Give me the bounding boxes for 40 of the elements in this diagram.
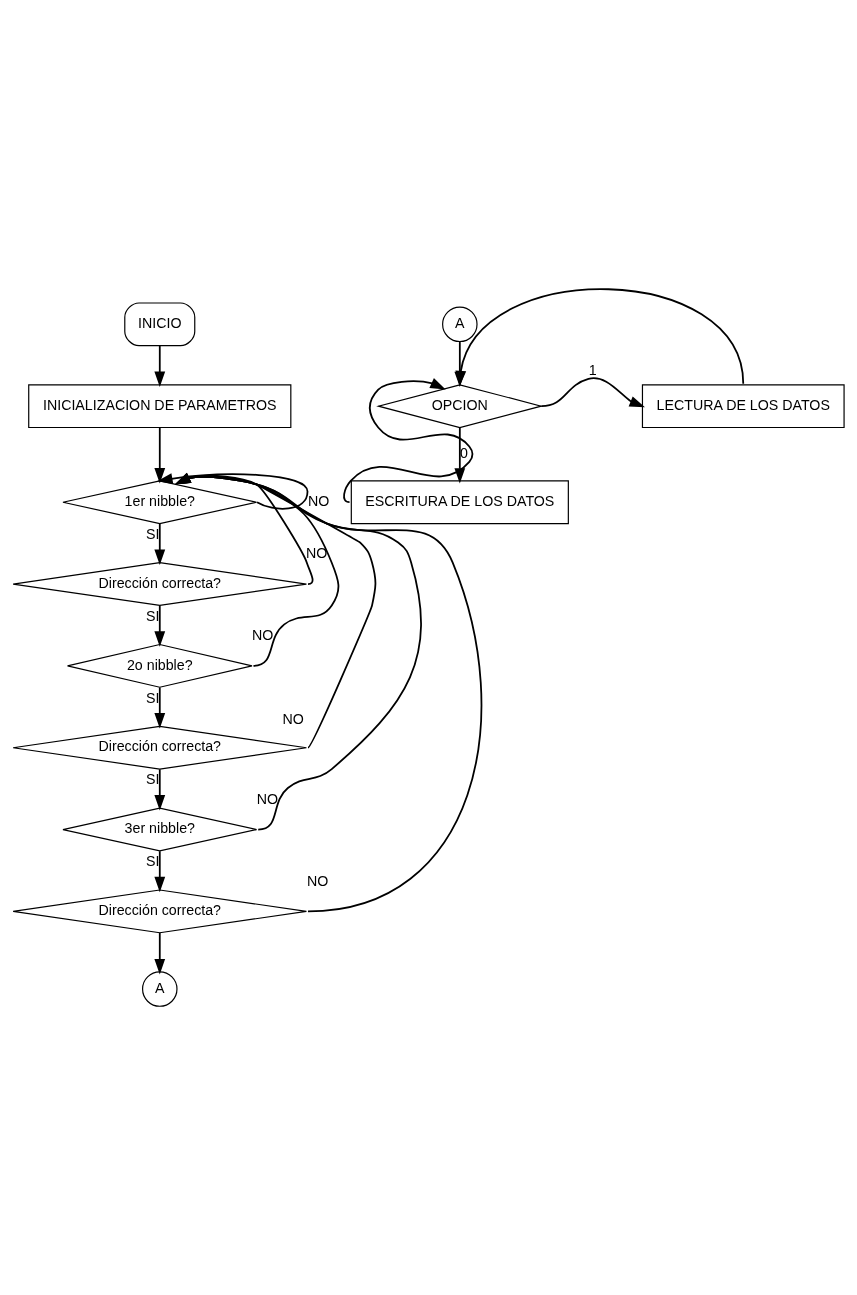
arrow [154,686,166,729]
node-diamond: Dirección correcta? [12,725,307,770]
edge-label: SI [145,607,160,624]
node-box: ESCRITURA DE LOS DATOS [350,480,569,525]
edge-label: 1 [588,361,597,378]
arrow [154,850,166,893]
arrow [175,473,482,913]
edge-label: NO [306,872,329,889]
node-box: LECTURA DE LOS DATOS [641,384,845,429]
arrow [175,473,422,831]
edge-label: SI [145,771,160,788]
node-box: INICIO [124,302,196,347]
edge-label: NO [252,627,274,644]
node-diamond: OPCION [376,384,544,429]
arrow [154,604,166,647]
arrow [175,473,377,749]
arrow [157,473,309,510]
node-diamond: 3er nibble? [62,807,258,852]
node-diamond: 1er nibble? [62,480,258,525]
arrow [343,378,474,504]
edge-label: SI [145,853,160,870]
node-circle: A [142,971,178,1007]
node-box: INICIALIZACION DE PARAMETROS [28,384,292,429]
arrow [154,345,166,387]
node-diamond: Dirección correcta? [12,562,307,606]
node-diamond: Dirección correcta? [12,889,307,934]
edge-label: NO [282,711,304,728]
edge-label: NO [306,545,328,562]
arrow [154,768,166,811]
arrow [154,931,166,975]
arrow [154,523,166,565]
edge-label: SI [145,525,160,542]
node-circle: A [442,306,478,343]
arrow [154,426,166,484]
edge-label: NO [308,492,330,509]
edge-label: SI [145,689,160,706]
arrow [175,472,340,667]
arrow [540,377,645,408]
node-diamond: 2o nibble? [66,643,253,688]
edge-label: NO [256,790,279,807]
